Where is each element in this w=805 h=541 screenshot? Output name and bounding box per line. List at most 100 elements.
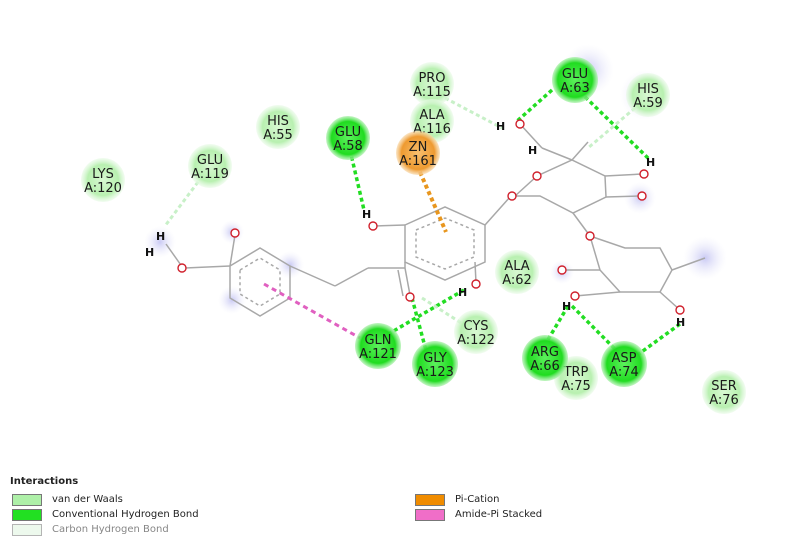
h-atom-label: H <box>528 144 537 157</box>
central-aromatic-ring-inner <box>415 217 475 270</box>
amidepi-line-gln121 <box>263 282 361 340</box>
oxygen-atoms <box>177 119 685 315</box>
residue-disc <box>188 144 232 188</box>
residue-disc <box>326 116 370 160</box>
residue-number: A:62 <box>502 273 532 288</box>
residue-name: ASP <box>612 351 637 366</box>
residue-name: ALA <box>504 259 529 274</box>
legend-label: Conventional Hydrogen Bond <box>52 509 199 520</box>
hbond-line-gln121 <box>377 288 465 342</box>
ligand-skeleton <box>165 123 706 317</box>
residue-disc <box>454 310 498 354</box>
residue-disc <box>522 335 568 381</box>
residue-disc <box>552 57 598 103</box>
residue-disc <box>702 370 746 414</box>
hbond-line-asp74-b <box>634 322 682 358</box>
residue-name: PRO <box>418 71 445 86</box>
residue-zn161: ZNA:161 <box>396 131 440 175</box>
hbond-line-asp74-a <box>570 304 620 354</box>
residue-name: CYS <box>463 319 488 334</box>
residue-name: GLU <box>562 67 588 82</box>
residue-number: A:55 <box>263 128 293 143</box>
residue-disc <box>626 73 670 117</box>
residue-number: A:122 <box>457 333 495 348</box>
residue-name: GLN <box>364 333 391 348</box>
legend-swatch <box>415 509 445 521</box>
hbond-line-glu58 <box>348 149 366 211</box>
legend-label: Amide-Pi Stacked <box>455 509 543 520</box>
residue-name: LYS <box>92 167 114 182</box>
legend-label: van der Waals <box>52 494 123 505</box>
residue-disc <box>410 62 454 106</box>
chbond-line-pro115 <box>444 96 503 130</box>
hbond-line-glu63-h2 <box>578 90 652 162</box>
sugar-ring-1 <box>513 159 607 214</box>
residue-name: GLU <box>335 125 361 140</box>
residue-name: ALA <box>419 108 444 123</box>
residue-number: A:121 <box>359 347 397 362</box>
h-atom-label: H <box>646 156 655 169</box>
residue-disc <box>396 131 440 175</box>
legend-swatch <box>12 494 42 506</box>
sugar-ring-2 <box>588 234 673 293</box>
residue-number: A:76 <box>709 393 739 408</box>
h-atom-label: H <box>458 286 467 299</box>
residue-name: GLY <box>423 351 447 366</box>
chbond-line-glu119 <box>163 181 200 227</box>
legend-swatch <box>12 509 42 521</box>
residue-number: A:59 <box>633 96 663 111</box>
hbond-line-arg66 <box>541 305 570 349</box>
legend-swatch <box>12 524 42 536</box>
h-atom-label: H <box>676 316 685 329</box>
h-atom-label: H <box>362 208 371 221</box>
pication-line-zn161 <box>418 171 448 233</box>
legend-label: Carbon Hydrogen Bond <box>52 524 169 535</box>
h-atom-label: H <box>562 300 571 313</box>
residue-number: A:115 <box>413 85 451 100</box>
chbond-line-his59 <box>587 106 636 150</box>
legend-swatch <box>415 494 445 506</box>
residue-name: TRP <box>563 365 589 380</box>
residue-number: A:58 <box>333 139 363 154</box>
residue-name: HIS <box>267 114 289 129</box>
residue-name: HIS <box>637 82 659 97</box>
residue-disc <box>81 158 125 202</box>
residue-name: GLU <box>197 153 223 168</box>
legend-label: Pi-Cation <box>455 494 500 505</box>
left-aromatic-ring-inner <box>239 257 281 307</box>
residue-name: SER <box>711 379 737 394</box>
residue-disc <box>601 341 647 387</box>
residue-disc <box>412 341 458 387</box>
residue-name: ZN <box>409 140 428 155</box>
h-atom-label: H <box>156 230 165 243</box>
legend-title: Interactions <box>10 476 79 487</box>
interaction-diagram: H H H H H H H H H PROA:115GLUA:63HISA:59… <box>81 44 746 414</box>
residue-disc <box>256 105 300 149</box>
residue-number: A:123 <box>416 365 454 380</box>
residue-number: A:120 <box>84 181 122 196</box>
residue-name: ARG <box>531 345 559 360</box>
residue-number: A:63 <box>560 81 590 96</box>
residue-number: A:161 <box>399 154 437 169</box>
hbond-line-glu63-h <box>514 88 554 124</box>
residue-number: A:74 <box>609 365 639 380</box>
residue-disc <box>495 250 539 294</box>
hydrogen-labels: H H H H H H H H H <box>145 120 685 329</box>
residue-disc <box>355 323 401 369</box>
